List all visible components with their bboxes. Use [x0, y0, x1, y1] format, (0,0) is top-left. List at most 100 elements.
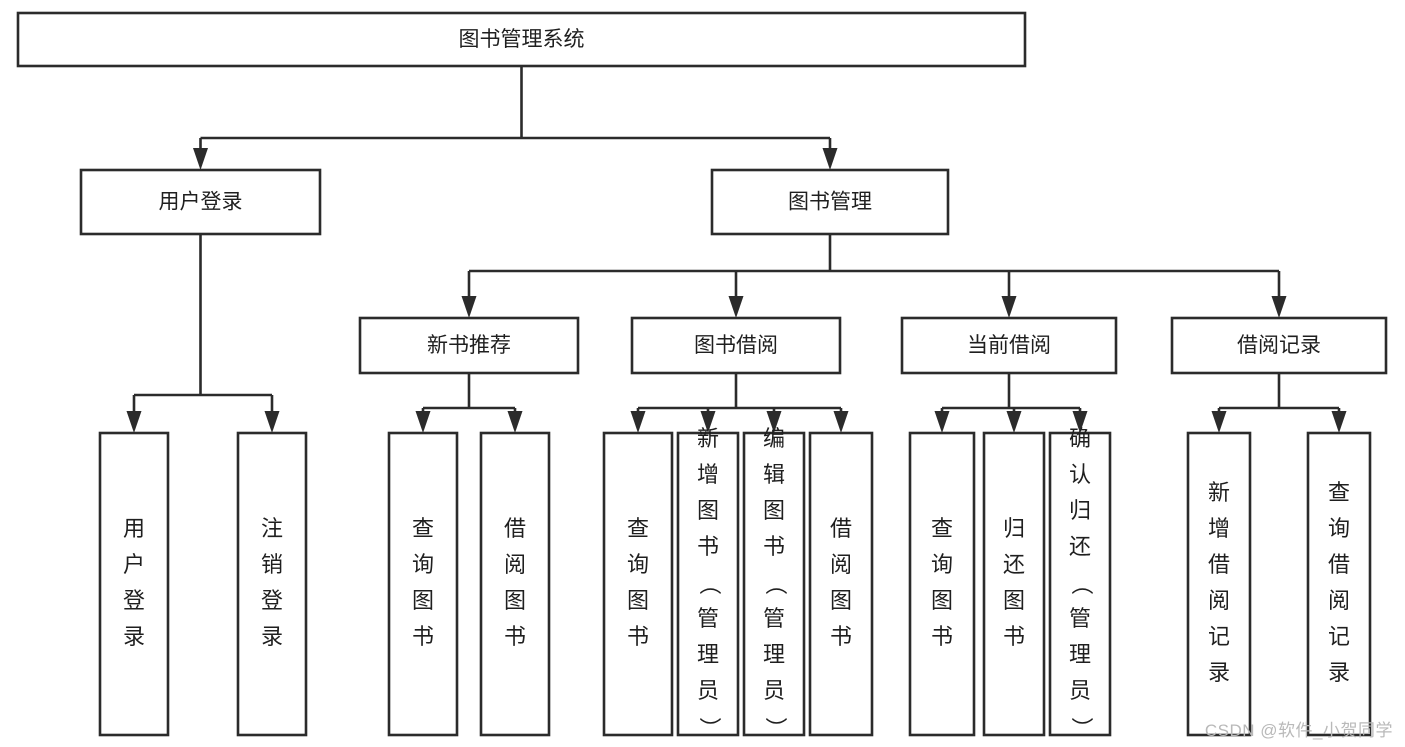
arrowhead-leaf-rec-add-record — [1211, 411, 1227, 433]
node-current-borrow[interactable]: 当前借阅 — [900, 316, 1118, 375]
label-char: 管 — [697, 606, 719, 631]
label-char: 认 — [1069, 462, 1091, 487]
arrowhead-current-borrow — [1001, 296, 1017, 318]
node-box-book-borrow — [630, 316, 842, 375]
label-char: ） — [763, 717, 788, 739]
label-char: 用 — [123, 516, 145, 541]
label-char: 书 — [931, 624, 953, 649]
label-char: 询 — [627, 552, 649, 577]
label-char: 图 — [697, 498, 719, 523]
node-box-book-manage — [710, 168, 950, 236]
label-char: 查 — [627, 516, 649, 541]
label-char: 辑 — [763, 462, 785, 487]
arrowhead-leaf-borrow-query-book — [630, 411, 646, 433]
node-box-user-login — [79, 168, 322, 236]
label-char: 录 — [1208, 660, 1230, 685]
label-char: 书 — [1003, 624, 1025, 649]
label-char: 还 — [1003, 552, 1025, 577]
label-char: 理 — [697, 642, 719, 667]
node-new-book-rec[interactable]: 新书推荐 — [358, 316, 580, 375]
label-char: 确 — [1069, 426, 1091, 451]
label-char: 图 — [931, 588, 953, 613]
label-char: 图 — [1003, 588, 1025, 613]
label-char: 询 — [412, 552, 434, 577]
node-book-manage[interactable]: 图书管理 — [710, 168, 950, 236]
arrowhead-leaf-rec-query-book — [415, 411, 431, 433]
label-char: 增 — [697, 462, 719, 487]
label-char: 询 — [1328, 516, 1350, 541]
node-box-borrow-record — [1170, 316, 1388, 375]
label-char: （ — [763, 573, 788, 595]
arrowhead-leaf-user-logout — [264, 411, 280, 433]
label-char: 员 — [1069, 678, 1091, 703]
arrowhead-leaf-cur-confirm-return — [1072, 411, 1088, 433]
label-char: 书 — [627, 624, 649, 649]
arrowhead-user-login — [193, 148, 208, 170]
label-char: 书 — [697, 534, 719, 559]
label-char: 录 — [261, 624, 283, 649]
label-char: 借 — [830, 516, 852, 541]
arrowhead-new-book-rec — [461, 296, 477, 318]
node-label-root: 图书管理系统 — [459, 28, 585, 51]
label-char: 理 — [763, 642, 785, 667]
arrowhead-book-borrow — [728, 296, 744, 318]
connectors-layer — [126, 66, 1347, 433]
label-char: 图 — [504, 588, 526, 613]
label-char: 编 — [763, 426, 785, 451]
label-char: ） — [697, 717, 722, 739]
node-box-root — [16, 11, 1027, 68]
node-box-leaf-rec-add-record — [1186, 431, 1252, 737]
label-char: 借 — [1328, 552, 1350, 577]
node-user-login[interactable]: 用户登录 — [79, 168, 322, 236]
node-root[interactable]: 图书管理系统 — [16, 11, 1027, 68]
arrowhead-leaf-rec-query-record — [1331, 411, 1347, 433]
arrowhead-borrow-record — [1271, 296, 1287, 318]
label-char: 阅 — [1328, 588, 1350, 613]
label-char: 注 — [261, 516, 283, 541]
node-book-borrow[interactable]: 图书借阅 — [630, 316, 842, 375]
node-box-leaf-user-logout — [236, 431, 308, 737]
node-label-borrow-record: 借阅记录 — [1237, 334, 1321, 357]
node-box-leaf-rec-query-book — [387, 431, 459, 737]
label-char: 借 — [1208, 552, 1230, 577]
label-char: 户 — [123, 552, 145, 577]
label-char: 书 — [504, 624, 526, 649]
arrowhead-leaf-user-login — [126, 411, 142, 433]
arrowhead-book-manage — [822, 148, 838, 170]
node-leaf-user-login[interactable]: 用户登录 — [98, 431, 170, 737]
node-borrow-record[interactable]: 借阅记录 — [1170, 316, 1388, 375]
label-char: 图 — [830, 588, 852, 613]
arrowhead-leaf-cur-return-book — [1006, 411, 1022, 433]
node-label-new-book-rec: 新书推荐 — [427, 334, 511, 357]
node-label-book-manage: 图书管理 — [788, 191, 872, 214]
label-char: 新 — [697, 426, 719, 451]
label-char: 录 — [1328, 660, 1350, 685]
label-char: 员 — [763, 678, 785, 703]
label-char: ） — [1069, 717, 1094, 739]
label-char: 阅 — [504, 552, 526, 577]
node-box-leaf-cur-return-book — [982, 431, 1046, 737]
nodes-layer: 图书管理系统用户登录图书管理新书推荐图书借阅当前借阅借阅记录用户登录注销登录查询… — [16, 11, 1388, 739]
